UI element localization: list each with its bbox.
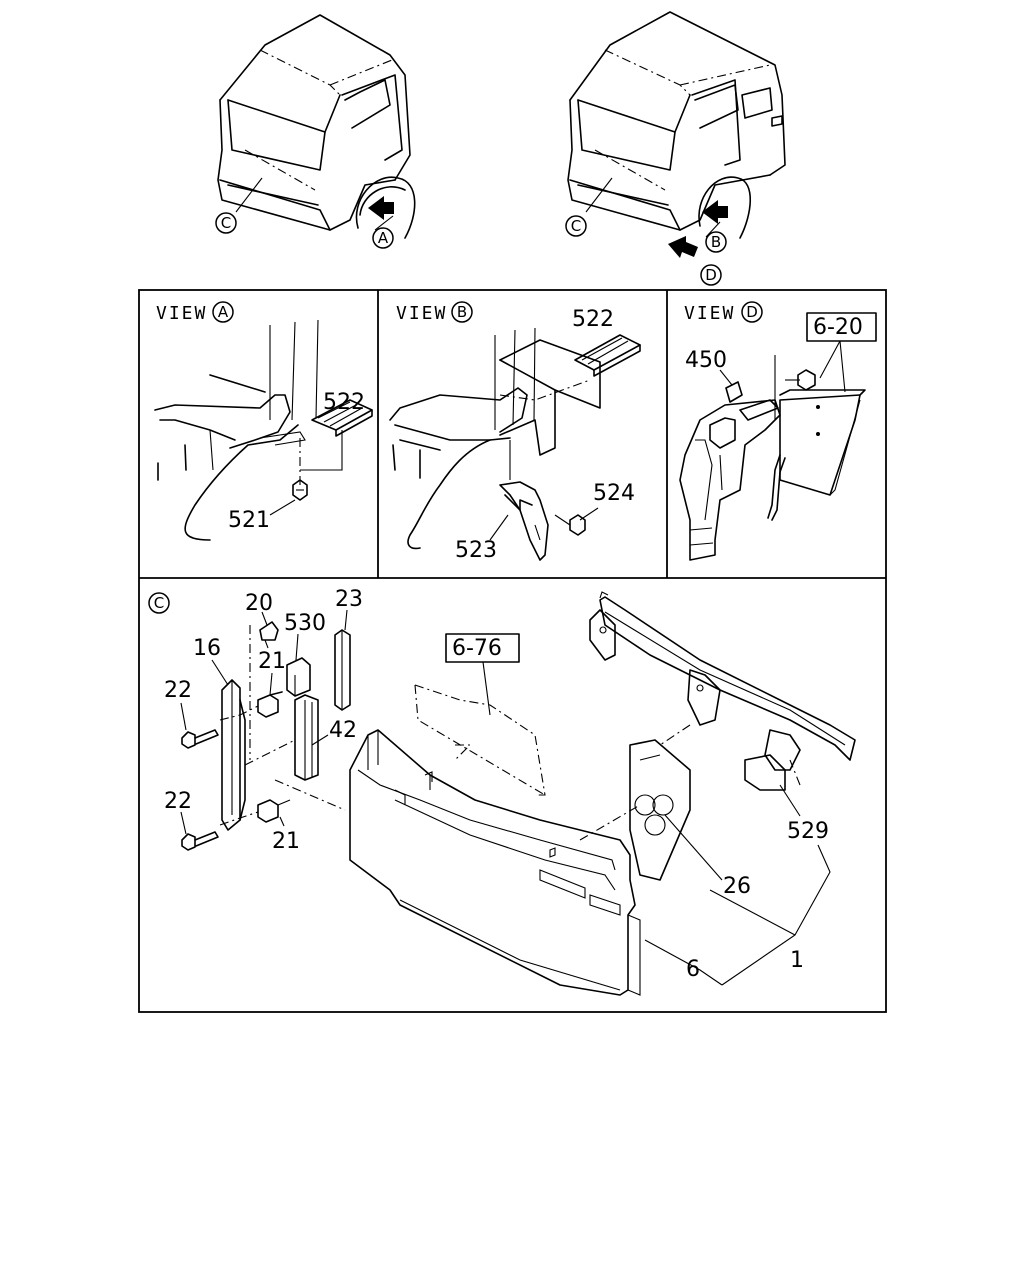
circle-marker-b: B bbox=[705, 231, 727, 253]
svg-text:23: 23 bbox=[335, 587, 363, 612]
svg-text:A: A bbox=[218, 303, 229, 321]
svg-text:450: 450 bbox=[685, 348, 727, 373]
svg-text:VIEW: VIEW bbox=[156, 303, 207, 324]
view-frames bbox=[138, 289, 887, 1013]
view-d-panel: VIEW D 6-20 450 bbox=[679, 301, 877, 561]
cab-illustration-right bbox=[567, 11, 786, 258]
view-b-panel: VIEW B 522 524 523 bbox=[389, 301, 641, 563]
svg-text:VIEW: VIEW bbox=[396, 303, 447, 324]
svg-text:22: 22 bbox=[164, 789, 192, 814]
circle-marker-c-right: C bbox=[565, 215, 587, 237]
svg-text:524: 524 bbox=[593, 481, 635, 506]
svg-text:42: 42 bbox=[329, 718, 357, 743]
svg-text:D: D bbox=[705, 266, 717, 284]
svg-text:B: B bbox=[711, 233, 721, 251]
svg-text:523: 523 bbox=[455, 538, 497, 563]
svg-text:B: B bbox=[457, 303, 467, 321]
svg-text:16: 16 bbox=[193, 636, 221, 661]
circle-marker-a: A bbox=[372, 227, 394, 249]
svg-text:21: 21 bbox=[272, 829, 300, 854]
svg-text:6: 6 bbox=[686, 957, 700, 982]
svg-text:VIEW: VIEW bbox=[684, 303, 735, 324]
svg-text:522: 522 bbox=[572, 307, 614, 332]
circle-marker-d: D bbox=[700, 264, 722, 286]
svg-text:D: D bbox=[746, 303, 758, 321]
circle-marker-c-left: C bbox=[215, 212, 237, 234]
svg-text:6-76: 6-76 bbox=[452, 636, 502, 661]
svg-text:530: 530 bbox=[284, 611, 326, 636]
svg-text:C: C bbox=[154, 594, 164, 612]
svg-text:A: A bbox=[378, 229, 389, 247]
svg-text:6-20: 6-20 bbox=[813, 315, 863, 340]
svg-text:22: 22 bbox=[164, 678, 192, 703]
svg-text:26: 26 bbox=[723, 874, 751, 899]
svg-text:C: C bbox=[571, 217, 581, 235]
svg-text:521: 521 bbox=[228, 508, 270, 533]
detail-c-panel: C bbox=[148, 587, 856, 996]
cab-illustration-left bbox=[217, 14, 416, 239]
svg-text:529: 529 bbox=[787, 819, 829, 844]
svg-text:20: 20 bbox=[245, 591, 273, 616]
view-a-panel: VIEW A 522 521 bbox=[154, 301, 373, 541]
svg-text:C: C bbox=[221, 214, 231, 232]
svg-text:21: 21 bbox=[258, 649, 286, 674]
svg-text:522: 522 bbox=[323, 390, 365, 415]
svg-text:1: 1 bbox=[790, 948, 804, 973]
